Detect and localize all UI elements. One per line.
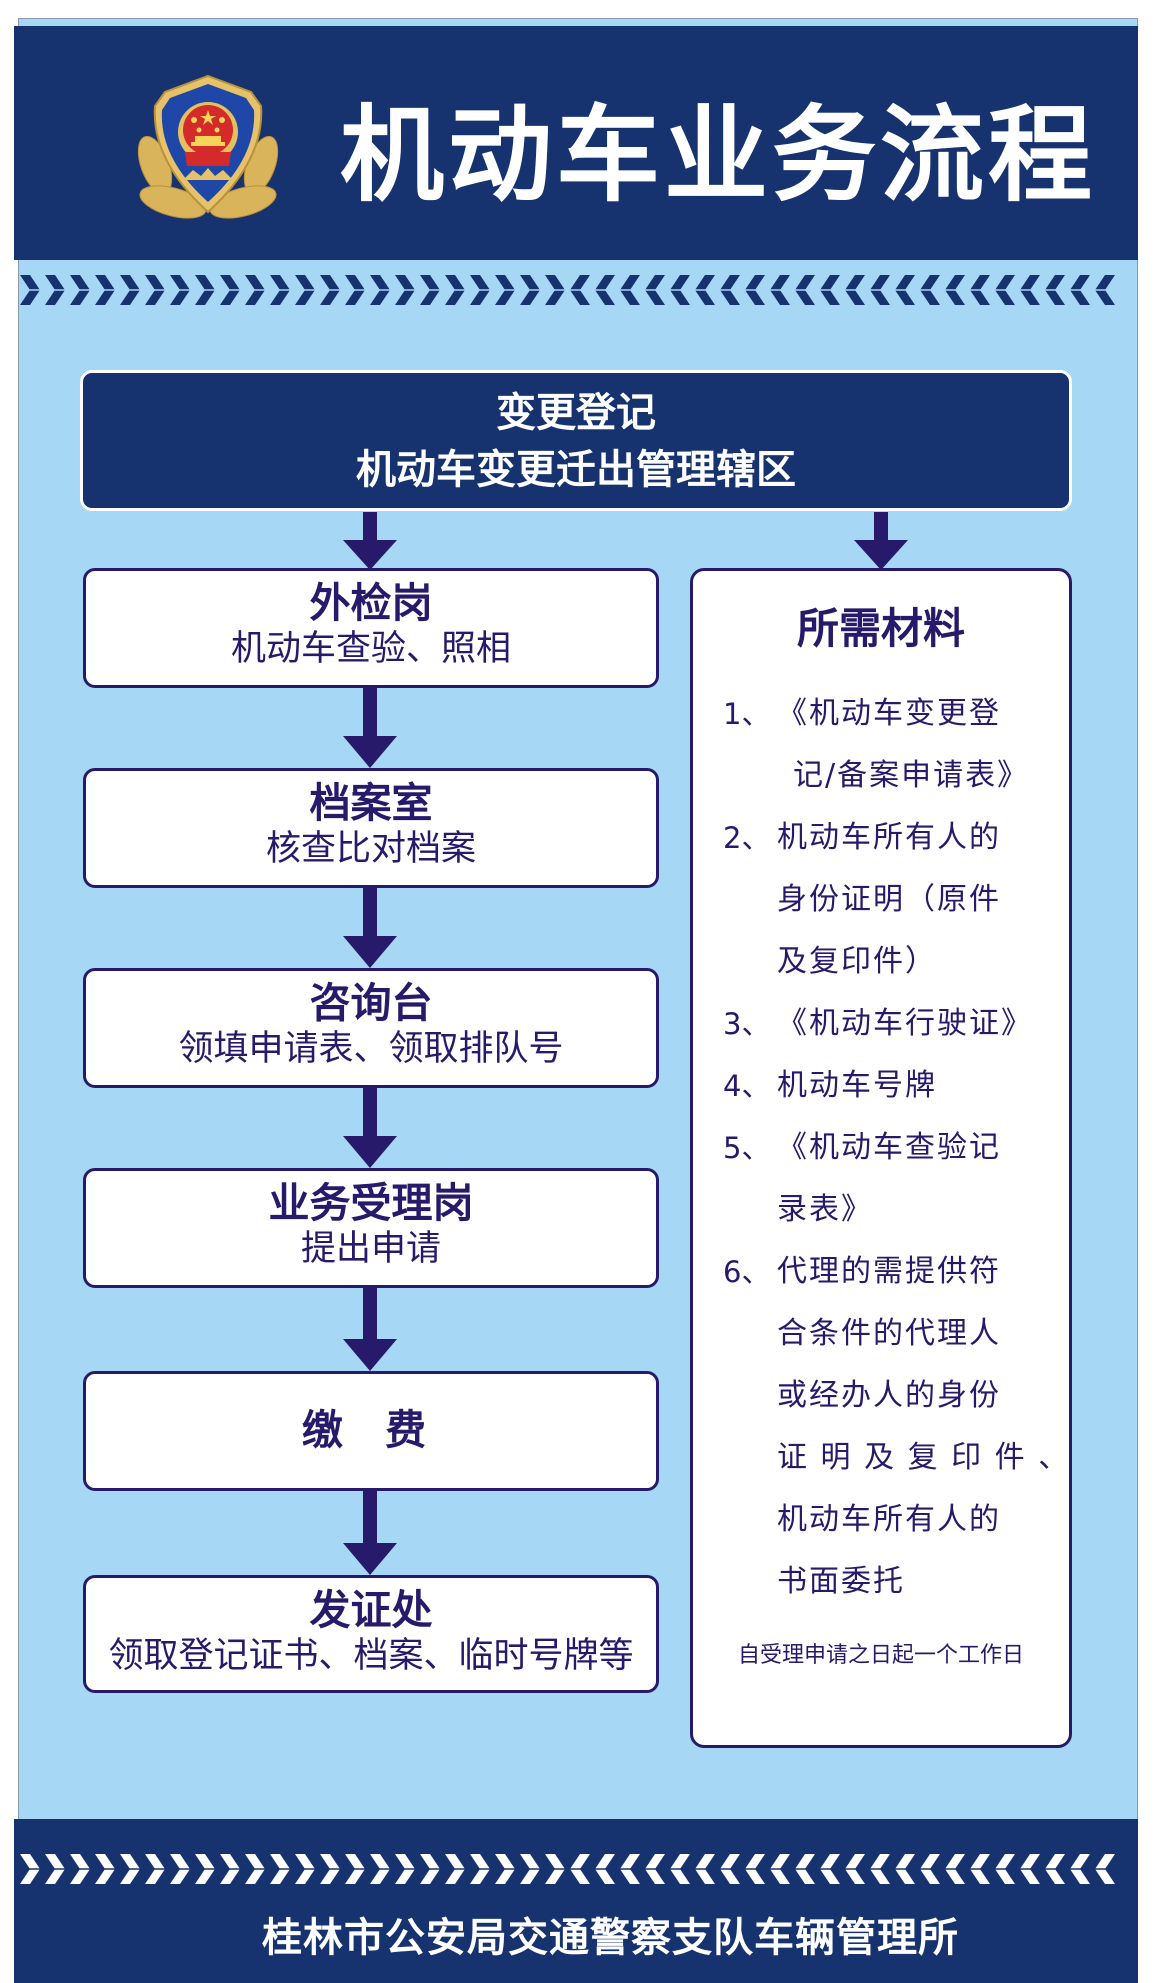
- material-text: 《机动车行驶证》: [777, 993, 1061, 1055]
- process-type: 变更登记: [496, 390, 656, 436]
- material-text: 机动车号牌: [777, 1055, 1061, 1117]
- processing-time-note: 自受理申请之日起一个工作日: [737, 1643, 1024, 1668]
- arrow-down-icon: [343, 888, 397, 968]
- material-number: 2、: [723, 821, 771, 855]
- step-description: 核查比对档案: [265, 829, 476, 869]
- step-description: 提出申请: [300, 1229, 441, 1269]
- material-item: 4、机动车号牌: [693, 1055, 1069, 1117]
- material-text-line: 及复印件）: [777, 944, 937, 979]
- material-text-line: 代理的需提供符: [777, 1254, 1001, 1289]
- material-text: 代理的需提供符合条件的代理人或经办人的身份证 明 及 复 印 件 、机动车所有人…: [777, 1241, 1071, 1613]
- material-number: 3、: [723, 1007, 771, 1041]
- step-archive-room: 档案室 核查比对档案: [83, 768, 659, 888]
- material-text-line: 机动车号牌: [777, 1068, 937, 1103]
- step-title: 咨询台: [309, 979, 433, 1027]
- material-text-line: 身份证明（原件: [777, 882, 1001, 917]
- chevron-band-top: [20, 275, 1120, 305]
- organization-name: 桂林市公安局交通警察支队车辆管理所: [262, 1915, 959, 1961]
- step-information-desk: 咨询台 领填申请表、领取排队号: [83, 968, 659, 1088]
- required-materials-panel: 所需材料 1、《机动车变更登记/备案申请表》2、机动车所有人的身份证明（原件及复…: [690, 568, 1072, 1748]
- material-text-line: 《机动车变更登: [777, 696, 1001, 731]
- material-text-line: 证 明 及 复 印 件 、: [777, 1440, 1071, 1475]
- material-text-line: 《机动车行驶证》: [777, 1006, 1033, 1041]
- material-item: 5、《机动车查验记录表》: [693, 1117, 1069, 1241]
- step-title: 业务受理岗: [268, 1179, 474, 1227]
- step-title: 缴 费: [301, 1406, 441, 1454]
- arrow-down-icon: [343, 688, 397, 768]
- material-item: 2、机动车所有人的身份证明（原件及复印件）: [693, 807, 1069, 993]
- material-text: 《机动车查验记录表》: [777, 1117, 1061, 1241]
- police-emblem-icon: [137, 74, 279, 219]
- arrow-down-icon: [343, 512, 397, 570]
- material-text-line: 记/备案申请表》: [793, 758, 1030, 793]
- material-text-line: 合条件的代理人: [777, 1316, 1001, 1351]
- step-title: 发证处: [309, 1586, 433, 1634]
- arrow-down-icon: [343, 1491, 397, 1575]
- page-title: 机动车业务流程: [340, 94, 1097, 216]
- process-header-box: 变更登记 机动车变更迁出管理辖区: [80, 370, 1072, 511]
- step-description: 领填申请表、领取排队号: [178, 1029, 564, 1069]
- materials-title: 所需材料: [796, 604, 965, 653]
- material-item: 6、代理的需提供符合条件的代理人或经办人的身份证 明 及 复 印 件 、机动车所…: [693, 1241, 1069, 1613]
- step-payment: 缴 费: [83, 1371, 659, 1491]
- footer-banner: [14, 1819, 1138, 1983]
- step-business-acceptance: 业务受理岗 提出申请: [83, 1168, 659, 1288]
- step-description: 机动车查验、照相: [230, 629, 511, 669]
- chevron-band-bottom: [20, 1854, 1120, 1884]
- step-title: 外检岗: [309, 579, 433, 627]
- material-text-line: 机动车所有人的: [777, 1502, 1001, 1537]
- arrow-down-icon: [854, 512, 908, 570]
- step-description: 领取登记证书、档案、临时号牌等: [108, 1636, 634, 1676]
- material-text-line: 《机动车查验记: [777, 1130, 1001, 1165]
- arrow-down-icon: [343, 1088, 397, 1168]
- material-text: 机动车所有人的身份证明（原件及复印件）: [777, 807, 1061, 993]
- material-text-line: 或经办人的身份: [777, 1378, 1001, 1413]
- material-text: 《机动车变更登记/备案申请表》: [777, 683, 1061, 807]
- material-number: 4、: [723, 1069, 771, 1103]
- step-certificate-issuance: 发证处 领取登记证书、档案、临时号牌等: [83, 1575, 659, 1693]
- material-item: 3、《机动车行驶证》: [693, 993, 1069, 1055]
- material-number: 1、: [723, 697, 771, 731]
- material-number: 5、: [723, 1131, 771, 1165]
- arrow-down-icon: [343, 1288, 397, 1371]
- materials-list: 1、《机动车变更登记/备案申请表》2、机动车所有人的身份证明（原件及复印件）3、…: [693, 683, 1069, 1613]
- material-number: 6、: [723, 1255, 771, 1289]
- material-item: 1、《机动车变更登记/备案申请表》: [693, 683, 1069, 807]
- process-subtitle: 机动车变更迁出管理辖区: [356, 447, 796, 493]
- step-exterior-inspection: 外检岗 机动车查验、照相: [83, 568, 659, 688]
- step-title: 档案室: [309, 779, 433, 827]
- material-text-line: 书面委托: [777, 1564, 905, 1599]
- material-text-line: 录表》: [777, 1192, 873, 1227]
- material-text-line: 机动车所有人的: [777, 820, 1001, 855]
